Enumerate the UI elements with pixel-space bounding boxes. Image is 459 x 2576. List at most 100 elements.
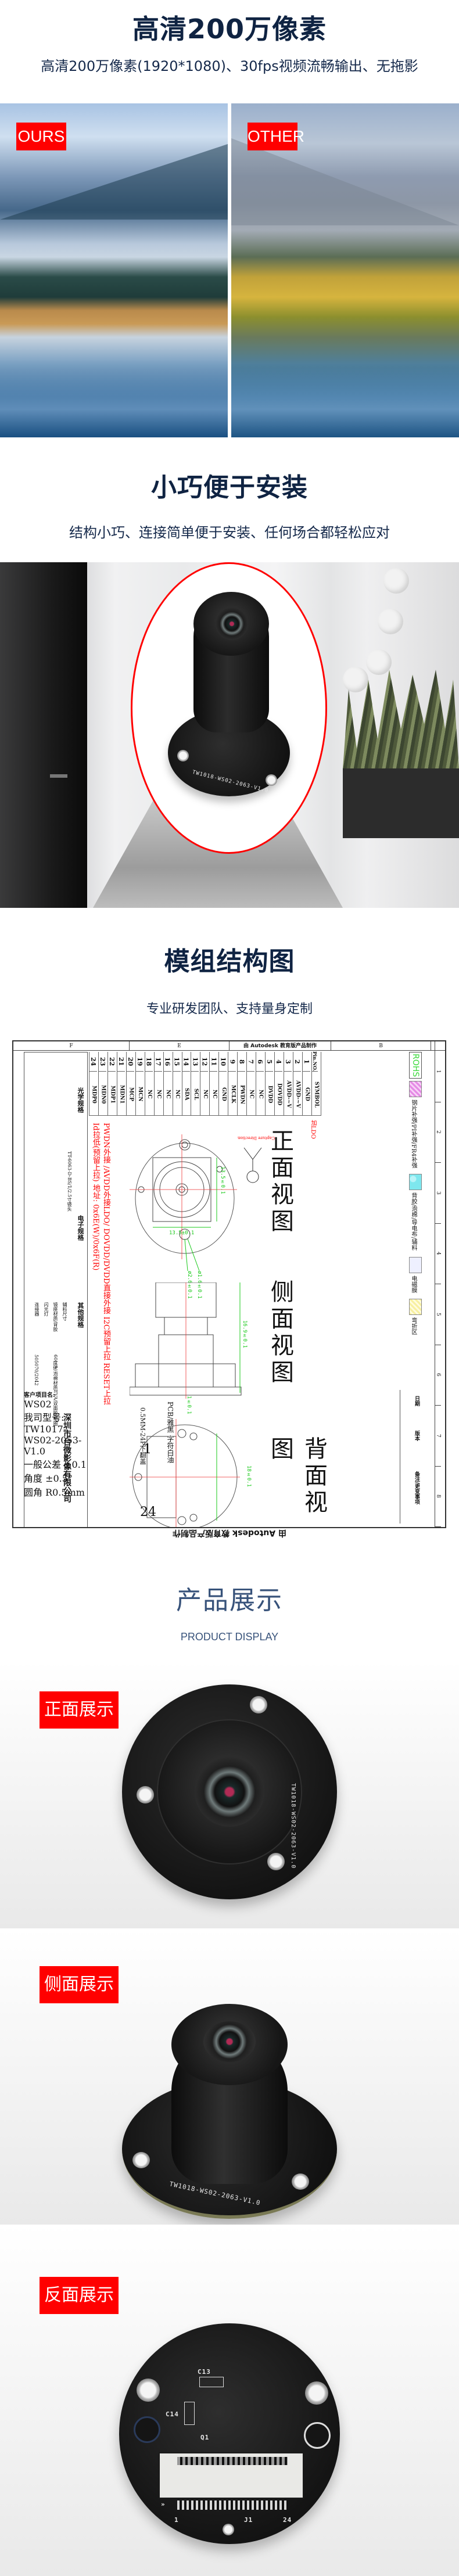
side-view-drawing	[130, 1282, 242, 1399]
address-note: Id拉低(预留上拉) 地址: 0x6E(W)/0x6F(R)	[91, 1123, 100, 1271]
mount-hole	[267, 1853, 285, 1870]
camera-back-photo: C13 C14 Q1 » 1 J1 24	[119, 2323, 340, 2544]
drawing-footer-watermark: 由 Autodesk 教育版产品制作	[172, 1528, 287, 1537]
front-view-label: 正面视图	[267, 1129, 293, 1235]
fpc-pads	[177, 2500, 288, 2510]
front-view-drawing	[130, 1134, 237, 1271]
legend-label: 背胶/泡棉/导电布/辅料	[410, 1192, 417, 1251]
revision-block: 日期 版本 备注/更变事项	[400, 1390, 435, 1524]
display-subtitle: PRODUCT DISPLAY	[180, 1631, 279, 1643]
mount-hole	[250, 1696, 267, 1713]
company-name: 深圳市台微影像有限公司	[62, 1413, 71, 1503]
frame-col-label: F	[13, 1041, 130, 1050]
other-spec-title: 其他规格	[77, 1302, 84, 1328]
front-width-dim: 13.5±0.1	[169, 1230, 195, 1236]
mountain-shape	[0, 144, 228, 220]
pin-header: Pin.NO.SYMBOL	[311, 1051, 321, 1115]
capacitor-c13	[199, 2377, 224, 2387]
ours-label: OURS	[16, 123, 66, 150]
fillet-tolerance: 圆角 R0.5mm	[24, 1487, 85, 1498]
other-sample-photo: OTHER	[231, 103, 459, 437]
lens-glass	[203, 2021, 256, 2062]
front-display-badge: 正面展示	[40, 1691, 119, 1729]
project-value: WS02	[24, 1399, 52, 1410]
side-view-label: 侧面视图	[267, 1280, 293, 1386]
other-label: OTHER	[248, 123, 304, 150]
capture-direction-icon	[243, 1147, 262, 1183]
silk-pin1: 1	[174, 2516, 179, 2524]
legend-label: 钢片补强/PI补强/FR4补强	[410, 1100, 417, 1169]
spec-table: 光学规格 TT-6063-D-BS/1/2.5寸镜头 电子规格 其他规格 辅料尺…	[24, 1052, 88, 1527]
board-marking: TW1018-WS02-2063-V1.0	[290, 1783, 296, 1869]
connector-pin-last: 24	[140, 1505, 156, 1519]
optical-spec-title: 光学规格	[77, 1087, 84, 1113]
part-number: TW1017-WS02-2053-V1.0	[24, 1424, 82, 1457]
title-block: 深圳市台微影像有限公司 客户项目名: WS02 我司型号: TW1017-WS0…	[24, 1390, 88, 1524]
lens-glass	[195, 1757, 264, 1827]
mount-hole	[266, 774, 277, 786]
structure-title: 模组结构图	[164, 947, 295, 976]
connector-note: 0.5MM-24P下翻盖	[139, 1407, 146, 1465]
spec-label: 闪光灯	[44, 1302, 49, 1316]
ldo-note: 加LDO	[310, 1120, 316, 1139]
mount-hole	[137, 1786, 154, 1803]
technical-drawing: F E 由 Autodesk 教育版产品制作 B 光学规格 TT-6063-D-…	[12, 1040, 446, 1528]
pcb-thickness-dim: 1±0.1	[186, 1396, 192, 1414]
interior-scene-photo: TW1018-WS02-2063-V1.0	[0, 562, 459, 908]
image-comparison: OURS OTHER	[0, 103, 459, 437]
rohs-mark: ROHS	[409, 1052, 422, 1079]
mountain-shape	[231, 138, 459, 225]
structure-subtitle: 专业研发团队、支持量身定制	[146, 1002, 313, 1016]
electronic-spec-title: 电子规格	[77, 1215, 84, 1241]
legend-swatch	[409, 1081, 422, 1098]
screw	[304, 2422, 331, 2449]
install-title: 小巧便于安装	[151, 473, 308, 502]
part-label: 我司型号:	[24, 1412, 64, 1423]
display-title: 产品展示	[176, 1586, 283, 1615]
mount-hole	[137, 2379, 160, 2402]
lens-glass	[216, 608, 248, 640]
general-tolerance: 一般公差 ±0.1	[24, 1459, 87, 1470]
legend-swatch	[409, 1256, 422, 1273]
camera-highlight-oval: TW1018-WS02-2063-V1.0	[131, 562, 327, 854]
spec-value: 60度硬/泡棉材质EVA/双面胶/垫圈	[53, 1355, 58, 1427]
silk-c13: C13	[198, 2368, 211, 2376]
camera-side-photo: TW1018-WS02-2063-V1.0	[122, 2004, 337, 2219]
front-height-dim: 13.5±0.1	[220, 1166, 225, 1194]
ours-sample-photo: OURS	[0, 103, 228, 437]
fpc-contacts	[177, 2457, 288, 2465]
silk-j1: J1	[244, 2516, 253, 2524]
hole-inner-dim: ø1.6±0.1	[196, 1271, 202, 1299]
mount-hole	[132, 2152, 150, 2168]
silk-c14: C14	[166, 2410, 179, 2418]
camera-module-side: TW1018-WS02-2063-V1.0	[168, 592, 290, 796]
side-height-dim: 16.9±0.1	[242, 1320, 248, 1348]
mount-hole	[292, 2173, 309, 2190]
legend-label: 弯折区	[410, 1317, 417, 1335]
drawing-frame-right: 1 2 3 4 5 6 7 8	[435, 1041, 445, 1527]
capacitor-c14	[184, 2402, 195, 2425]
spec-label: 连接器	[34, 1302, 40, 1316]
revision-version-label: 版本	[414, 1431, 419, 1441]
